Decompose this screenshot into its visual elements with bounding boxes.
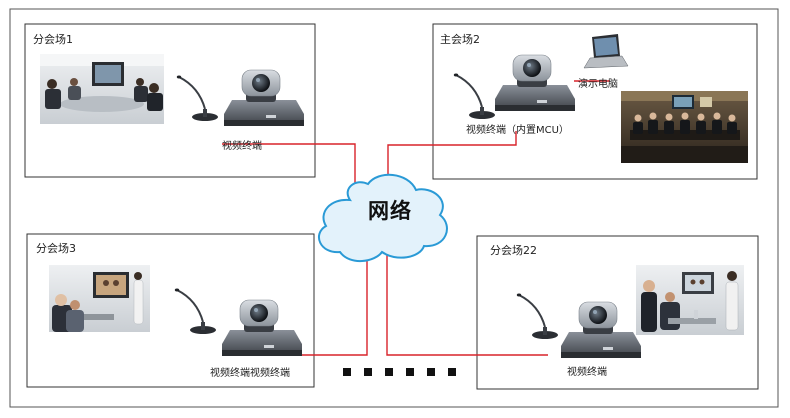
- link-branch3: [292, 246, 368, 356]
- room-photo-branch22: [636, 265, 744, 335]
- terminal-label-branch3: 视频终端视频终端: [210, 368, 290, 379]
- more-sites-dots: [343, 368, 456, 376]
- room-photo-main2: [621, 91, 748, 163]
- laptop-label: 演示电脑: [578, 79, 618, 90]
- terminal-label-branch22: 视频终端: [567, 367, 607, 378]
- site-title-branch22: 分会场22: [490, 244, 537, 257]
- terminal-label-main2: 视频终端（内置MCU）: [466, 125, 569, 136]
- site-title-branch3: 分会场3: [36, 242, 76, 255]
- room-photo-branch3: [49, 265, 150, 332]
- site-title-branch1: 分会场1: [33, 33, 73, 46]
- laptop-icon: [583, 34, 629, 69]
- site-title-main2: 主会场2: [440, 33, 480, 46]
- network-cloud: [318, 173, 448, 262]
- link-branch22: [386, 246, 548, 356]
- link-branch1: [222, 143, 356, 188]
- room-photo-branch1: [40, 54, 164, 124]
- link-main2: [387, 131, 517, 188]
- network-links: [222, 80, 610, 356]
- terminal-label-branch1: 视频终端: [222, 141, 262, 152]
- network-label: 网络: [368, 199, 412, 223]
